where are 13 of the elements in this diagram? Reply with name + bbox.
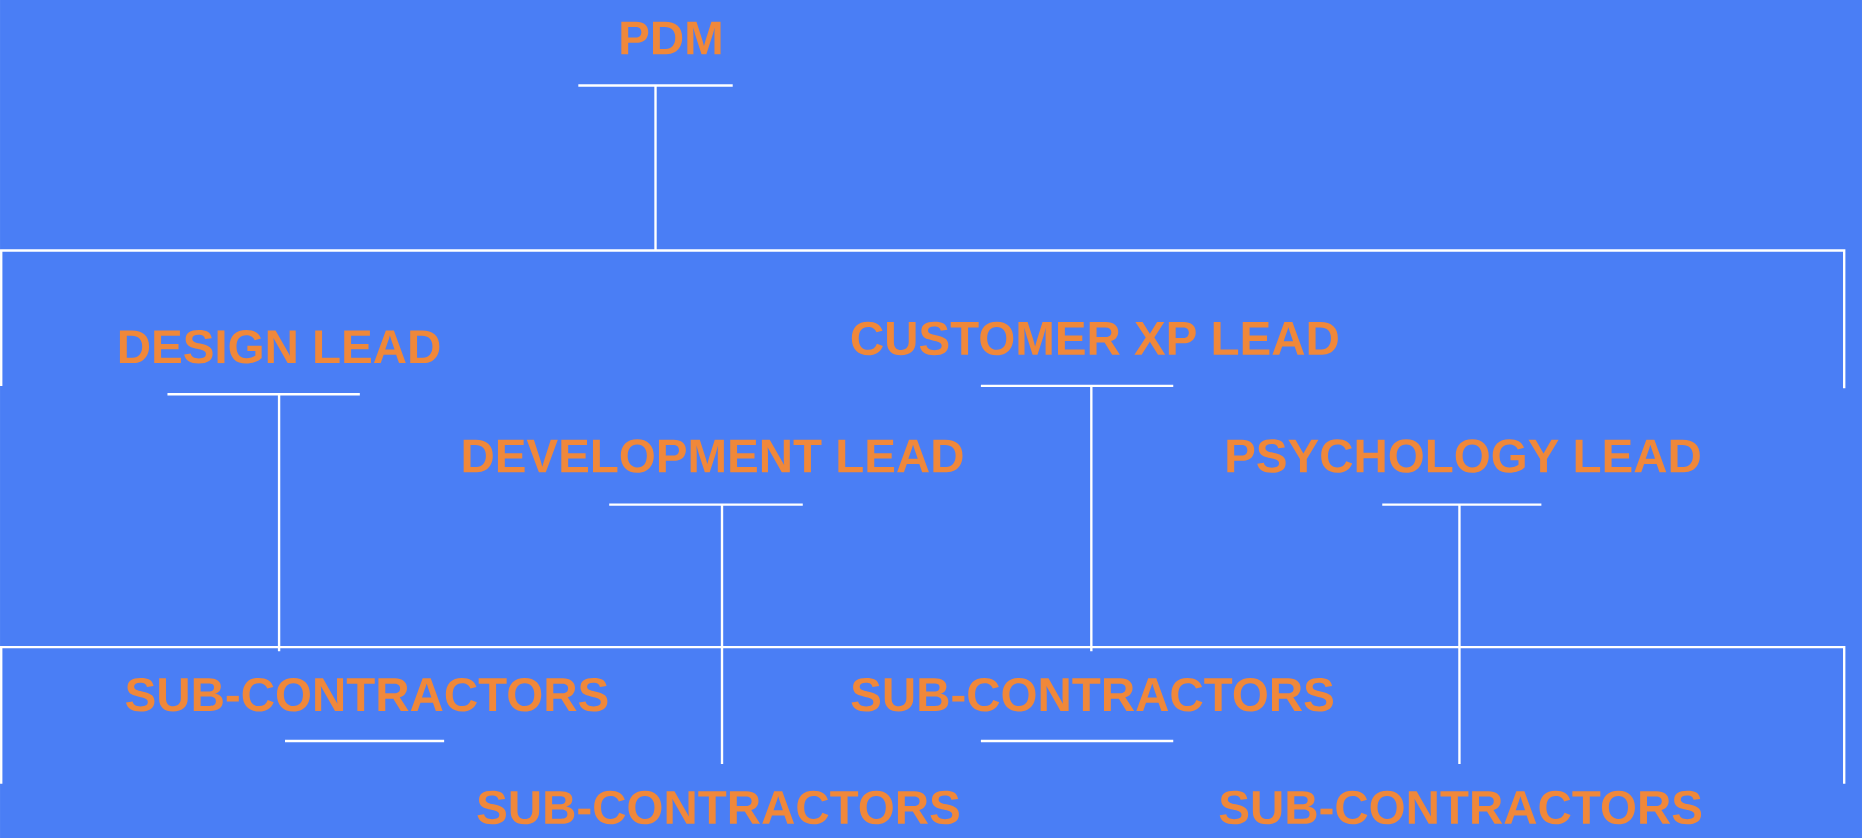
connector-line [277, 394, 281, 652]
connector-line [1090, 385, 1093, 652]
underlined-label: PSYCHOLOGY LEAD [1227, 439, 1700, 506]
underlined-label: SUB-CONTRACTORS [1219, 790, 1702, 825]
connector-line [1458, 504, 1461, 764]
connector-line [720, 504, 724, 764]
underlined-label: DESIGN LEAD [119, 329, 440, 396]
underlined-label: CUSTOMER XP LEAD [851, 321, 1338, 387]
underlined-label: SUB-CONTRACTORS [851, 677, 1333, 742]
underlined-label: SUB-CONTRACTORS [477, 790, 959, 825]
underlined-label: PDM [578, 21, 733, 87]
underlined-label: DEVELOPMENT LEAD [463, 439, 963, 506]
underlined-label: SUB-CONTRACTORS [126, 677, 608, 742]
